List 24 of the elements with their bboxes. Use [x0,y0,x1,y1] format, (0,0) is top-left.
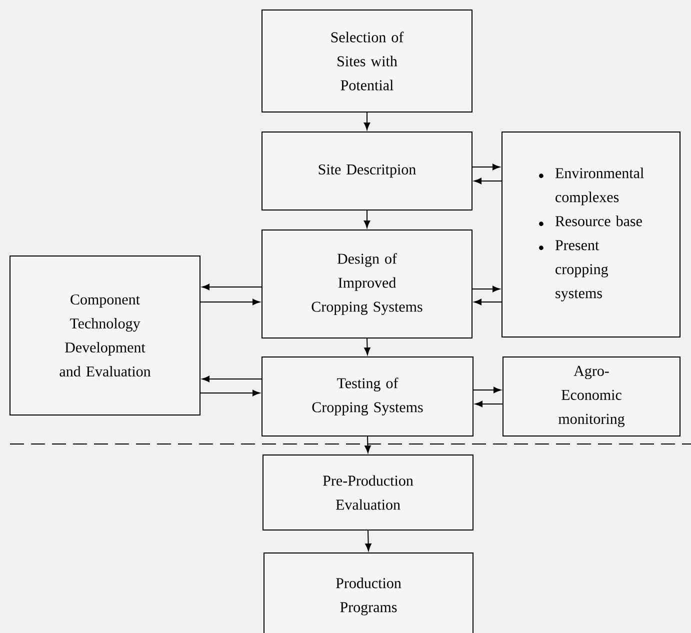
arrow [364,338,370,355]
arrow [200,390,260,396]
arrow [202,376,262,382]
arrow [364,112,370,130]
arrow [473,386,501,394]
process-box: Environmental complexes Resource base Present cropping systems [502,132,680,338]
process-box: Site Descritpion [262,132,472,210]
arrow [475,400,503,408]
process-box: Design of Improved Cropping Systems [262,230,472,338]
process-box: Testing of Cropping Systems [262,356,474,436]
arrow [472,286,500,292]
arrow [364,210,370,228]
arrow [202,284,262,290]
process-box: Agro-Economic monitoring [502,356,680,436]
arrow [474,178,502,184]
process-box: Selection of Sites with Potential [262,10,472,112]
arrow [472,164,500,170]
process-box: Production Programs [264,552,474,633]
process-box: Pre-Production Evaluation [262,454,474,530]
process-box: Component Technology Development and Evaluation [10,256,200,416]
arrow [200,298,260,306]
arrow [365,530,372,551]
arrow [474,298,502,306]
arrow [364,436,371,453]
